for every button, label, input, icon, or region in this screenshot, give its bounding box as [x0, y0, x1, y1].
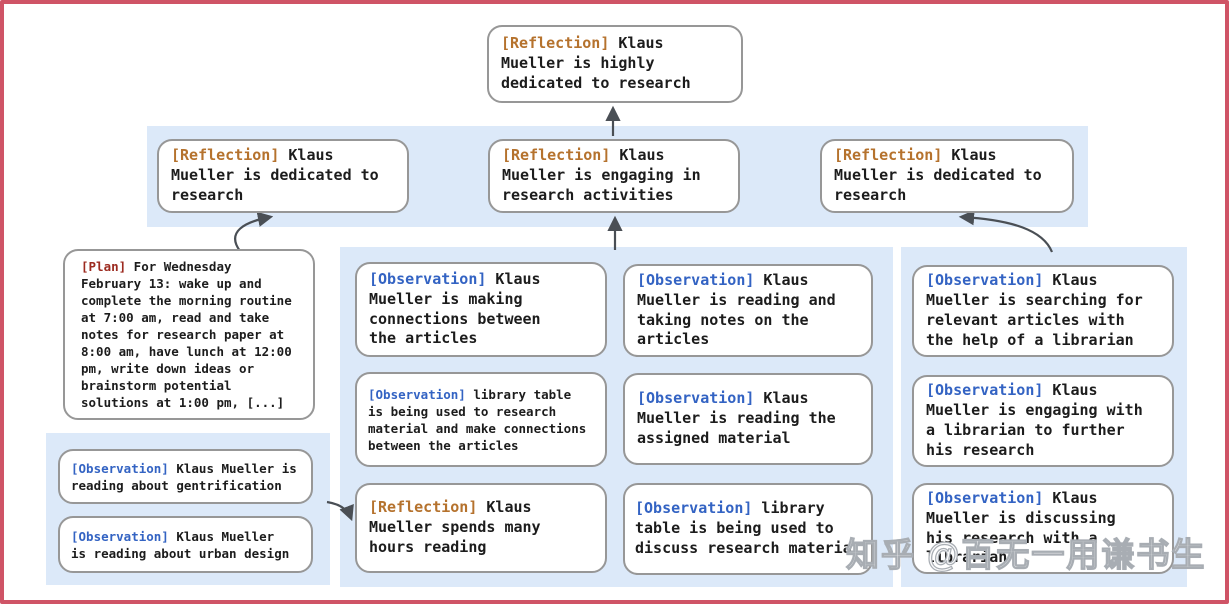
node-text: Klaus Mueller is highly dedicated to res…	[501, 34, 691, 92]
node-text: Klaus Mueller is reading about gentrific…	[71, 460, 297, 493]
node-text: Klaus Mueller is reading the assigned ma…	[637, 389, 836, 447]
reflection-label: [Reflection]	[501, 34, 610, 53]
node-observation-reading-taking-notes: [Observation]Klaus Mueller is reading an…	[623, 264, 873, 357]
node-observation-searching-articles: [Observation]Klaus Mueller is searching …	[912, 265, 1174, 357]
node-observation-library-table-research: [Observation]library table is being used…	[355, 372, 607, 467]
observation-label: [Observation]	[926, 488, 1044, 507]
node-text: Klaus Mueller is making connections betw…	[369, 269, 541, 348]
observation-label: [Observation]	[637, 389, 755, 408]
reflection-label: [Reflection]	[171, 146, 280, 165]
observation-label: [Observation]	[368, 386, 466, 402]
node-observation-discussing-research: [Observation]Klaus Mueller is discussing…	[912, 483, 1174, 574]
node-observation-gentrification: [Observation]Klaus Mueller is reading ab…	[58, 449, 313, 504]
node-observation-urban-design: [Observation]Klaus Mueller is reading ab…	[58, 516, 313, 573]
node-text: Klaus Mueller is reading about urban des…	[71, 528, 290, 561]
node-observation-library-table-discuss: [Observation]library table is being used…	[623, 483, 873, 575]
observation-label: [Observation]	[926, 381, 1044, 400]
node-reflection-right: [Reflection]Klaus Mueller is dedicated t…	[820, 139, 1074, 213]
node-reflection-left: [Reflection]Klaus Mueller is dedicated t…	[157, 139, 409, 213]
node-text: Klaus Mueller is dedicated to research	[171, 146, 379, 204]
observation-label: [Observation]	[635, 499, 753, 518]
observation-label: [Observation]	[71, 528, 169, 544]
observation-label: [Observation]	[71, 460, 169, 476]
node-text: library table is being used to research …	[368, 386, 587, 453]
observation-label: [Observation]	[637, 270, 755, 289]
node-text: Klaus Mueller is engaging with a librari…	[926, 381, 1143, 459]
reflection-label: [Reflection]	[369, 498, 478, 517]
node-plan-wednesday: [Plan]For Wednesday February 13: wake up…	[63, 249, 315, 420]
node-reflection-top: [Reflection]Klaus Mueller is highly dedi…	[487, 25, 743, 103]
reflection-label: [Reflection]	[502, 146, 611, 165]
node-text: Klaus Mueller is searching for relevant …	[926, 271, 1143, 349]
node-text: Klaus Mueller is dedicated to research	[834, 146, 1042, 204]
observation-label: [Observation]	[926, 271, 1044, 290]
node-reflection-spends-hours-reading: [Reflection]Klaus Mueller spends many ho…	[355, 483, 607, 573]
node-text: Klaus Mueller is engaging in research ac…	[502, 146, 701, 204]
node-observation-reading-assigned-material: [Observation]Klaus Mueller is reading th…	[623, 373, 873, 465]
node-text: Klaus Mueller spends many hours reading	[369, 498, 541, 556]
plan-label: [Plan]	[81, 259, 127, 274]
node-text: Klaus Mueller is discussing his research…	[926, 488, 1116, 567]
observation-label: [Observation]	[369, 269, 487, 288]
node-text: For Wednesday February 13: wake up and c…	[81, 259, 292, 410]
node-text: Klaus Mueller is reading and taking note…	[637, 270, 836, 349]
node-observation-engaging-librarian: [Observation]Klaus Mueller is engaging w…	[912, 375, 1174, 467]
reflection-label: [Reflection]	[834, 146, 943, 165]
node-reflection-middle: [Reflection]Klaus Mueller is engaging in…	[488, 139, 740, 213]
node-text: library table is being used to discuss r…	[635, 499, 861, 557]
node-observation-making-connections: [Observation]Klaus Mueller is making con…	[355, 262, 607, 357]
